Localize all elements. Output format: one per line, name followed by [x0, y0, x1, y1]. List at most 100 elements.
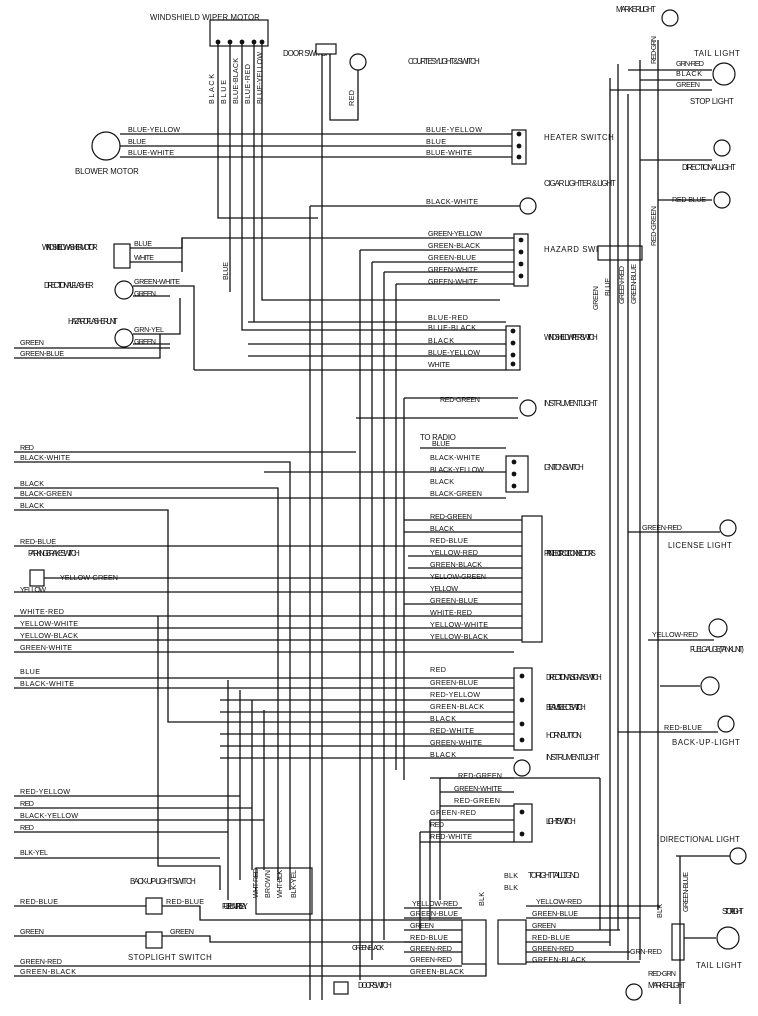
wire-label: GREEN-BLUE	[681, 872, 690, 912]
wire-label: BLUE-WHITE	[128, 148, 174, 157]
wire-label: RED-GRN	[648, 969, 676, 978]
wire-label: YELLOW-RED	[652, 630, 698, 639]
wire-label: GRN-YEL	[134, 325, 164, 334]
wire-label: RED	[347, 90, 356, 106]
wire-label: BLUE	[134, 239, 152, 248]
wire-label: BLUE-BLACK	[231, 58, 240, 104]
dir-signal-box	[513, 667, 533, 751]
instrument-light-label: INSTRUMENT LIGHT	[544, 399, 598, 408]
fuel-pump-label: FUEL PUMP RELAY	[222, 902, 249, 911]
pcc-block	[521, 515, 543, 643]
cigar-lighter-icon	[519, 197, 537, 215]
wire-label: RED-BLUE	[532, 933, 570, 942]
marker-light-top-icon	[661, 9, 679, 27]
wire-label: GREEN-BLUE	[20, 349, 64, 358]
hazard-flasher-icon	[114, 328, 134, 348]
wire-label: GREEN-RED	[430, 808, 476, 817]
stop-light-label: STOP LIGHT	[690, 97, 734, 106]
wire-label: BLUE-BLACK	[428, 323, 476, 332]
dir-light-top-label: DIRECTIONAL LIGHT	[682, 163, 736, 172]
wire-label: RED-BLUE	[20, 537, 56, 546]
wire-label: RED	[430, 665, 446, 674]
wire-label: GREEN	[134, 337, 156, 346]
wire-label: YELLOW-WHITE	[430, 620, 488, 629]
wire-label: YELLOW-RED	[536, 897, 582, 906]
wire-label: BLK	[504, 871, 518, 880]
wire-label: BLACK-GREEN	[20, 489, 72, 498]
hazard-flasher-label: HAZARD FLASHER UNIT	[68, 317, 118, 326]
wire-label: GREEN	[134, 289, 156, 298]
heater-switch-label: HEATER SWITCH	[544, 133, 614, 142]
wire-label: BLACK-WHITE	[426, 197, 478, 206]
wire-label: RED-YELLOW	[430, 690, 480, 699]
ww-switch-label: WINDSHIELD WIPER SWITCH	[544, 333, 598, 342]
component-labels: WINDSHIELD WIPER MOTOR DOOR SWITCH COURT…	[28, 5, 744, 990]
washer-motor-label: WINDSHIELD WASHER MOTOR	[42, 243, 98, 252]
wire-label: GREEN-WHITE	[454, 784, 502, 793]
wire-label: BROWN	[263, 870, 272, 898]
wire-label: RED-GRN	[649, 36, 658, 64]
wiper-motor-label: WINDSHIELD WIPER MOTOR	[150, 13, 260, 22]
blower-motor-icon	[91, 131, 121, 161]
wire-label: RED-BLUE	[166, 897, 204, 906]
wire-label: BLUE	[20, 667, 40, 676]
wire-label: BLACK-WHITE	[20, 453, 70, 462]
wire-label: GREEN-BLACK	[532, 955, 586, 964]
wire-label: WHITE	[428, 360, 450, 369]
wire-label: BLACK-GREEN	[430, 489, 482, 498]
wire-label: BLK-YEL	[289, 870, 298, 898]
wire-label: YELLOW-RED	[430, 548, 478, 557]
dir-light-bottom-label: DIRECTIONAL LIGHT	[660, 835, 740, 844]
instrument-light2-label: INSTRUMENT LIGHT	[546, 753, 600, 762]
wire-label: WHITE-RED	[20, 607, 64, 616]
license-label: LICENSE LIGHT	[668, 541, 732, 550]
ignition-switch-box	[505, 455, 529, 493]
dir-light-top-icon	[713, 139, 731, 157]
wire-label: RED-GREEN	[454, 796, 500, 805]
right-connector-box	[497, 919, 527, 965]
wire-label: YELLOW-WHITE	[20, 619, 78, 628]
beam-label: BEAM SELECT SWITCH	[546, 703, 586, 712]
wire-label: YELLOW	[430, 584, 458, 593]
wire-label: GREEN-WHITE	[430, 738, 482, 747]
parking-brake-symbol	[29, 569, 45, 587]
washer-motor-box	[113, 243, 131, 269]
marker-top-label: MARKER LIGHT	[616, 5, 656, 14]
wire-label: RED-BLUE	[672, 195, 706, 204]
wire-label: WHT-BLK	[275, 870, 284, 898]
wire-label: RED-BLUE	[664, 723, 702, 732]
wire-label: GREEN-WHITE	[428, 265, 478, 274]
wire-label: BLUE	[603, 278, 612, 296]
wire-label: YELLOW-BLACK	[430, 632, 488, 641]
wire-label: GREEN-WHITE	[134, 277, 180, 286]
hazard-switch-label: HAZARD SWITCH	[544, 245, 616, 254]
backup-light-icon	[717, 715, 735, 733]
wire-label: GREEN-BLACK	[352, 943, 384, 952]
courtesy-lamp-icon	[349, 53, 367, 71]
wire-label: GREEN-RED	[410, 955, 452, 964]
wire-label: GREEN-BLUE	[532, 909, 578, 918]
wire-label: GREEN-RED	[410, 944, 452, 953]
parking-brake-label: PARKING BRAKE SWITCH	[28, 549, 80, 558]
wire-label: RED-GREEN	[649, 206, 658, 246]
dir-flasher-label: DIRECTIONAL FLASHER	[44, 281, 94, 290]
wire-label: GREEN-BLACK	[430, 702, 484, 711]
wire-labels: BLACK BLUE BLUE-BLACK BLUE-RED BLUE-YELL…	[20, 36, 706, 978]
door-switch-top-label: DOOR SWITCH	[283, 49, 331, 58]
wire-label: GREEN	[591, 286, 600, 310]
wire-label: RED-YELLOW	[20, 787, 70, 796]
wire-label: RED-GREEN	[440, 395, 480, 404]
wire-label: YELLOW-BLACK	[20, 631, 78, 640]
wire-label: BLUE-YELLOW	[428, 348, 480, 357]
harness-clamp	[597, 245, 643, 261]
ww-switch-box	[505, 325, 521, 371]
wire-label: BLACK	[20, 501, 44, 510]
wire-label: BLACK	[428, 336, 454, 345]
wire-label: BLACK	[430, 477, 454, 486]
wire-label: BLACK-YELLOW	[430, 465, 484, 474]
to-right-tail-label: TO RIGHT TAIL LT. GND.	[528, 871, 580, 880]
wire-label: GREEN	[20, 338, 44, 347]
wire-label: GREEN	[532, 921, 556, 930]
wire-label: GREEN-RED	[20, 957, 62, 966]
wire-label: GREEN-BLUE	[410, 909, 458, 918]
